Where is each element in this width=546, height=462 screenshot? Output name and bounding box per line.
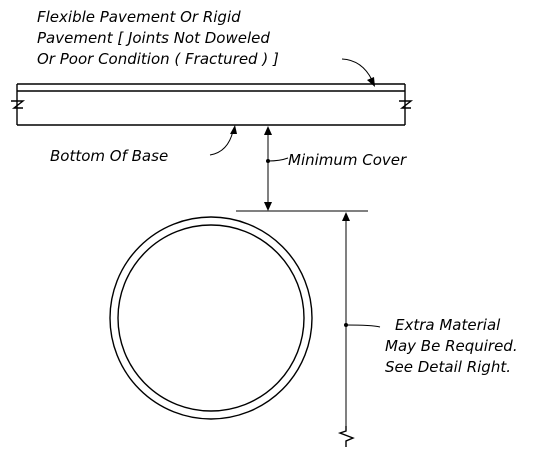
- extra-material-leader-line: [345, 324, 381, 328]
- extra-material-label-line-1: Extra Material: [395, 316, 501, 334]
- bottom-of-base-leader-line: [209, 130, 234, 156]
- pipe-outer-wall: [109, 216, 313, 420]
- pavement-label-line-2: Pavement [ Joints Not Doweled: [37, 29, 270, 47]
- pavement-section: [11, 83, 414, 126]
- extra-material-break-mark-icon: [337, 426, 355, 447]
- left-break-mark-icon: [11, 100, 26, 109]
- right-break-mark-icon: [399, 100, 414, 109]
- extra-material-label-line-2: May Be Required.: [385, 337, 518, 355]
- bottom-of-base-label: Bottom Of Base: [50, 147, 168, 165]
- extra-material-label-line-3: See Detail Right.: [385, 358, 511, 376]
- pavement-label-line-1: Flexible Pavement Or Rigid: [37, 8, 241, 26]
- minimum-cover-dimension: [236, 126, 368, 212]
- pipe-icon: [109, 216, 313, 420]
- pavement-leader-line: [341, 58, 373, 81]
- pavement-leader-arrowhead-icon: [367, 77, 375, 87]
- cover-top-arrowhead-icon: [264, 126, 272, 135]
- cover-leader-line: [267, 157, 289, 162]
- extra-material-dimension: [337, 212, 381, 447]
- minimum-cover-label: Minimum Cover: [288, 151, 407, 169]
- pavement-label-line-3: Or Poor Condition ( Fractured ) ]: [37, 50, 279, 68]
- pipe-inner-wall: [117, 224, 305, 412]
- extra-material-arrowhead-icon: [342, 212, 350, 221]
- bottom-of-base-arrowhead-icon: [230, 125, 237, 134]
- cover-bottom-arrowhead-icon: [264, 202, 272, 211]
